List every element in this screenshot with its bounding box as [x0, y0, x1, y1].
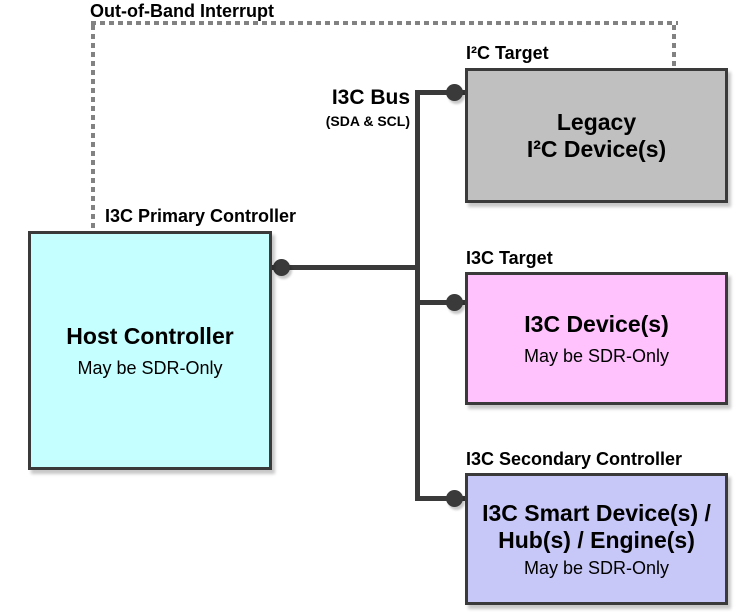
bus-junction-dot-secondary [446, 490, 463, 507]
host-controller-subtitle: May be SDR-Only [77, 357, 223, 378]
i3c-device-subtitle: May be SDR-Only [523, 345, 670, 366]
legacy-i2c-device-box: Legacy I²C Device(s) [465, 68, 728, 203]
legacy-i2c-title-line2: I²C Device(s) [526, 135, 667, 162]
bus-line-host [269, 265, 420, 270]
i3c-smart-device-box: I3C Smart Device(s) / Hub(s) / Engine(s)… [465, 473, 728, 605]
oob-dashed-line-left [91, 25, 95, 231]
bus-trunk-line [415, 91, 420, 501]
bus-subtitle-label: (SDA & SCL) [325, 113, 410, 129]
bus-title-label: I3C Bus [331, 86, 410, 109]
oob-dashed-line-right [672, 25, 676, 68]
bus-junction-dot-i3c-device [446, 294, 463, 311]
bus-branch-i3c-device [415, 300, 465, 305]
i3c-smart-device-title-line1: I3C Smart Device(s) / [482, 499, 711, 526]
legacy-i2c-title-line1: Legacy [556, 108, 637, 135]
bus-branch-secondary [415, 496, 465, 501]
host-controller-tag: I3C Primary Controller [105, 206, 297, 226]
bus-junction-dot-legacy [446, 84, 463, 101]
i2c-target-tag: I²C Target [466, 43, 549, 63]
i3c-device-box: I3C Device(s) May be SDR-Only [465, 272, 728, 405]
oob-interrupt-label: Out-of-Band Interrupt [90, 1, 274, 21]
i3c-smart-device-subtitle: May be SDR-Only [523, 557, 670, 578]
bus-label-group: I3C Bus (SDA & SCL) [290, 86, 410, 130]
bus-junction-dot-host [273, 259, 290, 276]
i3c-device-title: I3C Device(s) [524, 310, 669, 337]
oob-dashed-line-top [91, 21, 678, 25]
i3c-secondary-controller-tag: I3C Secondary Controller [466, 449, 683, 469]
i3c-smart-device-title-line2: Hub(s) / Engine(s) [498, 526, 695, 553]
host-controller-box: Host Controller May be SDR-Only [28, 231, 272, 470]
bus-branch-legacy [415, 90, 465, 95]
host-controller-title: Host Controller [66, 322, 234, 349]
i3c-target-tag: I3C Target [466, 248, 553, 268]
